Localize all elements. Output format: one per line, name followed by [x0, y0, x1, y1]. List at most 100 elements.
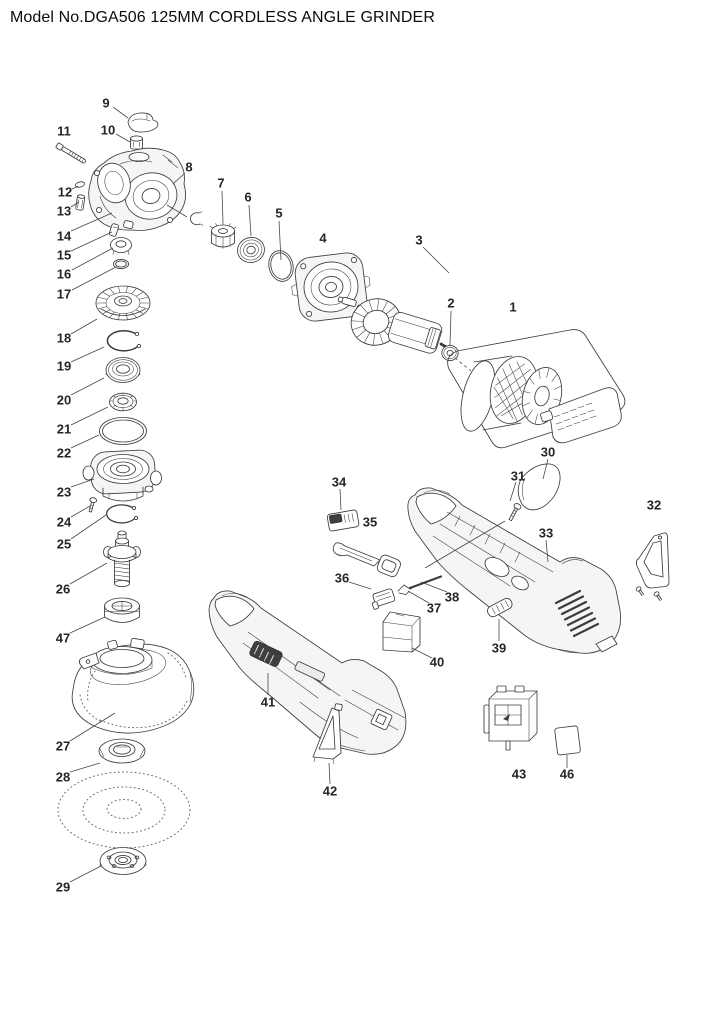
part-number-label-36: 36 [335, 571, 349, 586]
ball-bearing-drawing-6 [237, 237, 265, 263]
part-number-label-14: 14 [57, 229, 72, 244]
bearing-box-drawing-23 [82, 449, 162, 502]
gear-housing-drawing [88, 147, 187, 231]
circlip-drawing-25 [106, 504, 139, 524]
switch-lever-drawing-35 [332, 542, 401, 578]
part-number-label-4: 4 [319, 231, 327, 246]
part-number-label-35: 35 [363, 515, 377, 530]
leader-line-13 [70, 201, 80, 208]
pin-drawing-15 [108, 223, 120, 237]
part-number-label-28: 28 [56, 770, 70, 785]
grinding-wheel-dashed-drawing [57, 771, 191, 849]
leader-line-36 [348, 581, 372, 590]
hex-bolt-drawing [55, 142, 87, 164]
part-number-label-39: 39 [492, 641, 506, 656]
part-number-label-3: 3 [415, 233, 422, 248]
leader-line-12 [71, 185, 79, 190]
part-number-label-29: 29 [56, 880, 70, 895]
inner-flange-drawing [98, 738, 146, 764]
part-number-label-16: 16 [57, 267, 71, 282]
pin-drawing-10 [130, 135, 143, 150]
leader-line-10 [115, 133, 131, 143]
part-number-label-47: 47 [56, 631, 70, 646]
link-rod-drawing-38 [408, 575, 443, 590]
part-number-label-25: 25 [57, 537, 71, 552]
bearing-drawing-21 [109, 392, 137, 412]
part-number-label-41: 41 [261, 695, 275, 710]
leader-line-33 [545, 539, 549, 563]
ball-bearing-drawing-2 [441, 344, 459, 362]
leader-line-31 [509, 481, 517, 502]
part-number-label-11: 11 [57, 124, 71, 139]
pinion-gear-drawing [209, 222, 237, 249]
part-number-label-40: 40 [430, 655, 444, 670]
seal-cap-drawing [127, 112, 159, 133]
motor-housing-right-drawing [407, 487, 621, 654]
part-number-label-27: 27 [56, 739, 70, 754]
leader-line-40 [411, 647, 433, 659]
leader-line-17 [71, 266, 117, 291]
part-number-label-8: 8 [185, 160, 192, 175]
motor-housing-left-drawing [208, 590, 407, 755]
leader-line-26 [69, 562, 108, 585]
switch-block-drawing-36 [371, 588, 396, 610]
part-number-label-15: 15 [57, 248, 71, 263]
spindle-drawing [103, 530, 141, 588]
part-number-label-30: 30 [541, 445, 555, 460]
pin-drawing-13 [75, 194, 86, 211]
leader-line-19 [70, 346, 105, 363]
leader-line-38 [420, 581, 448, 593]
assembly-line [454, 357, 472, 372]
terminal-block-drawing-43 [483, 685, 538, 751]
part-number-label-42: 42 [323, 784, 337, 799]
name-plate-drawing-46 [554, 725, 581, 756]
leader-line-29 [69, 865, 102, 883]
leader-line-8 [172, 172, 186, 185]
leader-line-30 [542, 458, 549, 480]
leader-line-47 [69, 616, 106, 634]
switch-box-drawing-40 [382, 611, 421, 653]
retaining-clip-drawing [190, 211, 204, 226]
part-number-label-32: 32 [647, 498, 661, 513]
part-number-label-19: 19 [57, 359, 71, 374]
leader-line-28 [69, 762, 101, 773]
circlip-drawing-19 [106, 330, 142, 352]
part-number-label-7: 7 [217, 176, 224, 191]
part-number-label-9: 9 [102, 96, 109, 111]
part-number-label-23: 23 [57, 485, 71, 500]
part-number-label-33: 33 [539, 526, 553, 541]
leader-line-25 [70, 514, 107, 540]
part-number-label-5: 5 [275, 206, 282, 221]
armature-drawing [337, 296, 456, 354]
part-number-label-24: 24 [57, 515, 72, 530]
leader-line-2 [449, 310, 452, 346]
lock-ring-drawing-17 [112, 258, 130, 270]
leader-line-23 [70, 478, 95, 488]
leader-lines-layer [69, 106, 568, 883]
part-number-label-18: 18 [57, 331, 71, 346]
o-ring-drawing-5 [268, 250, 294, 282]
ball-bearing-drawing-20 [105, 357, 141, 383]
part-number-label-46: 46 [560, 767, 574, 782]
part-number-label-22: 22 [57, 446, 71, 461]
o-ring-drawing-22 [99, 417, 147, 445]
assembly-line [166, 204, 188, 218]
leader-line-24 [70, 505, 91, 518]
screw-drawing-24 [88, 497, 97, 513]
part-number-label-20: 20 [57, 393, 71, 408]
leader-line-42 [328, 762, 331, 785]
bracket-drawing-42 [312, 703, 343, 765]
spring-clip-drawing-37 [397, 584, 411, 595]
part-number-label-43: 43 [512, 767, 526, 782]
part-number-label-10: 10 [101, 123, 115, 138]
wheel-guard-drawing [71, 637, 195, 734]
button-drawing-39 [487, 597, 513, 618]
part-number-label-6: 6 [244, 190, 251, 205]
part-number-label-34: 34 [332, 475, 347, 490]
lock-button-drawing-34 [326, 509, 360, 532]
leader-line-27 [69, 712, 116, 742]
screw-drawing-31 [508, 503, 522, 522]
flanged-bushing-drawing [110, 237, 132, 255]
